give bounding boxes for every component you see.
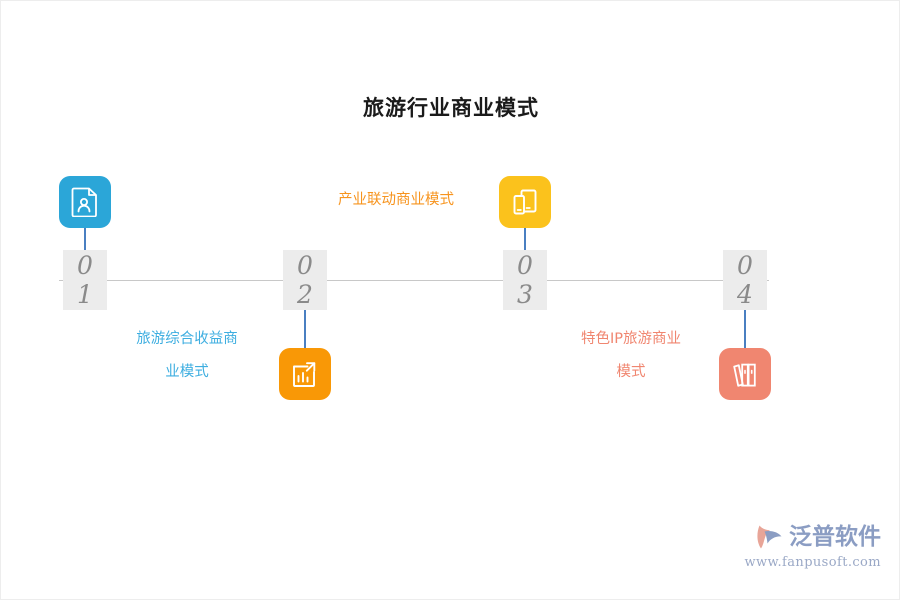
step-2-number-chip[interactable]: 0 2: [283, 250, 327, 310]
step-4-stem: [744, 310, 746, 348]
step-2-stem: [304, 310, 306, 348]
step-1-label-line2: 业模式: [165, 364, 209, 380]
step-4-icon-tile[interactable]: [719, 348, 771, 400]
devices-mobile-tablet-icon: [510, 187, 540, 217]
step-1-stem: [84, 228, 86, 250]
step-4-digit-top: 0: [737, 251, 753, 280]
step-1-label-line1: 旅游综合收益商: [136, 331, 238, 347]
step-4-label-line2: 模式: [616, 364, 646, 380]
step-1-digit-bottom: 1: [77, 280, 93, 309]
step-4-digit-bottom: 4: [737, 280, 753, 309]
bar-chart-growth-icon: [290, 359, 320, 389]
step-4-number-chip[interactable]: 0 4: [723, 250, 767, 310]
step-3-number-chip[interactable]: 0 3: [503, 250, 547, 310]
watermark: 泛普软件 www.fanpusoft.com: [741, 519, 881, 577]
fanpu-logo-icon: [755, 522, 785, 552]
step-2-digit-top: 0: [297, 251, 313, 280]
step-1-icon-tile[interactable]: [59, 176, 111, 228]
books-library-icon: [731, 359, 759, 389]
watermark-brand: 泛普软件: [789, 524, 881, 550]
step-4-label-line1: 特色IP旅游商业: [580, 331, 682, 347]
step-3-digit-top: 0: [517, 251, 533, 280]
step-2-icon-tile[interactable]: [279, 348, 331, 400]
step-2-digit-bottom: 2: [297, 280, 313, 309]
page-title: 旅游行业商业模式: [363, 96, 539, 120]
step-3-label: 产业联动商业模式: [338, 192, 454, 208]
step-3-stem: [524, 228, 526, 250]
watermark-url: www.fanpusoft.com: [744, 555, 881, 570]
id-card-icon: [71, 187, 99, 217]
step-3-icon-tile[interactable]: [499, 176, 551, 228]
timeline-axis: [59, 280, 769, 281]
step-1-digit-top: 0: [77, 251, 93, 280]
step-1-number-chip[interactable]: 0 1: [63, 250, 107, 310]
step-3-digit-bottom: 3: [517, 280, 533, 309]
